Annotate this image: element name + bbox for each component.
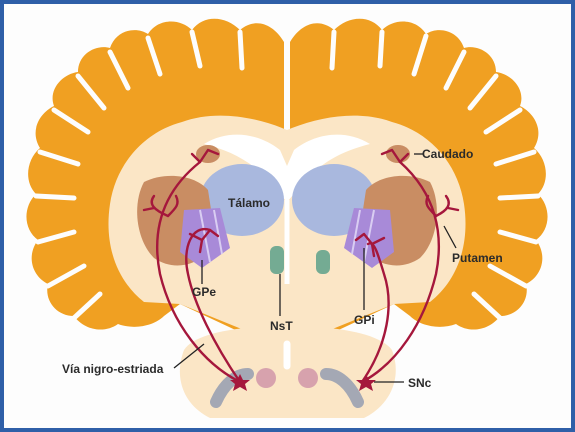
label-gpe: GPe <box>192 285 216 299</box>
label-putamen: Putamen <box>452 251 503 265</box>
subthalamic-nucleus-right <box>316 250 330 274</box>
subthalamic-nucleus-left <box>270 246 284 274</box>
red-nucleus-left <box>256 368 276 388</box>
label-nst: NsT <box>270 319 293 333</box>
basal-ganglia-diagram: Caudado Tálamo Putamen GPe NsT GPi Vía n… <box>4 4 571 428</box>
label-talamo: Tálamo <box>228 196 270 210</box>
label-snc: SNc <box>408 376 432 390</box>
label-gpi: GPi <box>354 313 375 327</box>
red-nucleus-right <box>298 368 318 388</box>
label-caudado: Caudado <box>422 147 473 161</box>
label-via-nigro-estriada: Vía nigro-estriada <box>62 362 164 376</box>
